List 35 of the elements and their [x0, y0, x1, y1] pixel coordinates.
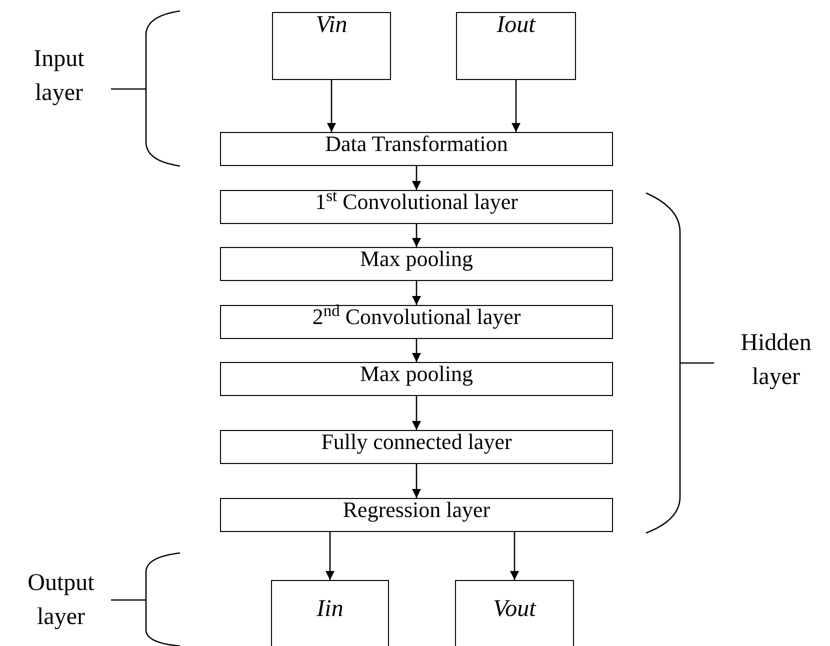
variable-box [272, 12, 391, 80]
node-label: 2$^{nd}$ Convolutional layer [312, 306, 521, 328]
arrow [412, 464, 421, 498]
node-label: Regression layer [342, 499, 490, 521]
node-label: Iout [496, 13, 536, 37]
layer-label: Hidden layer [740, 329, 812, 392]
variable-box [456, 12, 576, 80]
arrow [412, 224, 421, 247]
layer-box [220, 305, 613, 339]
variable-box [455, 580, 574, 646]
arrow [412, 339, 421, 362]
layer-label: Input layer [32, 45, 86, 108]
node-label: Fully connected layer [321, 431, 512, 453]
node-label: 1$^{st}$ Convolutional layer [315, 191, 518, 213]
node-label: Data Transformation [325, 133, 508, 155]
arrow [512, 80, 520, 132]
arrow [412, 281, 421, 305]
arrow [327, 80, 336, 132]
node-label: Vin [316, 13, 348, 37]
layer-label: Output layer [26, 569, 96, 632]
layer-box [220, 498, 613, 532]
arrow [412, 166, 421, 190]
layer-box [220, 247, 613, 281]
node-label: Max pooling [360, 363, 474, 385]
node-label: Max pooling [360, 248, 474, 270]
node-label: Vout [493, 597, 536, 621]
layer-box [220, 132, 613, 166]
arrow [326, 532, 334, 580]
variable-box [271, 580, 389, 646]
arrow [412, 396, 421, 430]
node-label: Iin [316, 597, 344, 621]
layer-box [220, 430, 613, 464]
arrow [510, 532, 519, 580]
layer-box [220, 362, 613, 396]
layer-box [220, 190, 613, 224]
